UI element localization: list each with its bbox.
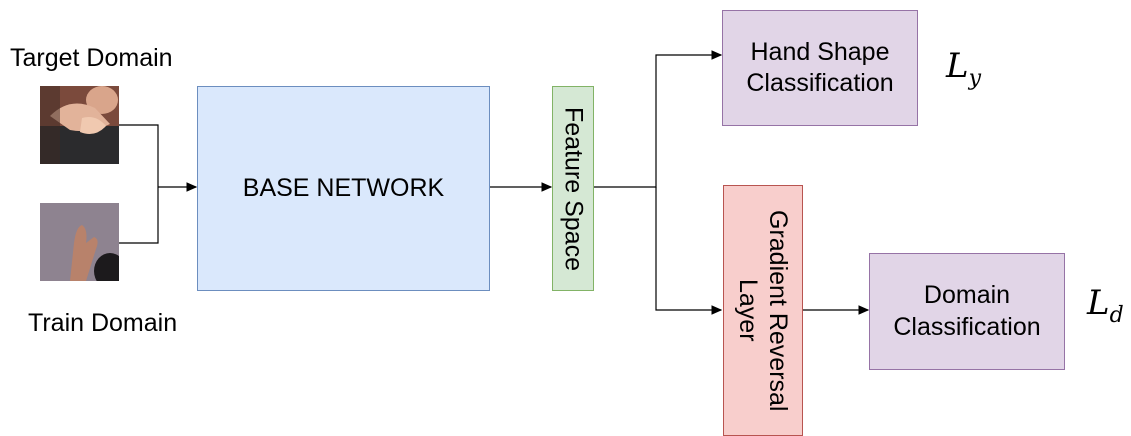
target-domain-image bbox=[40, 86, 119, 164]
loss-ly-symbol: L bbox=[946, 46, 969, 86]
loss-ld-subscript: d bbox=[1109, 302, 1124, 328]
target-domain-label: Target Domain bbox=[10, 44, 173, 72]
loss-ly-subscript: y bbox=[968, 65, 982, 91]
gradient-reversal-layer-label: Gradient Reversal Layer bbox=[734, 209, 792, 412]
hand-shape-classification-box: Hand Shape Classification bbox=[722, 10, 918, 126]
base-network-label: BASE NETWORK bbox=[242, 173, 445, 202]
base-network-box: BASE NETWORK bbox=[197, 86, 490, 291]
loss-ld-symbol: L bbox=[1087, 283, 1110, 323]
feature-space-label: Feature Space bbox=[559, 106, 588, 271]
loss-ld: Ld bbox=[1087, 283, 1124, 328]
train-domain-image bbox=[40, 203, 119, 281]
gradient-reversal-layer-box: Gradient Reversal Layer bbox=[723, 185, 803, 436]
loss-ly: Ly bbox=[946, 46, 981, 91]
hand-shape-classification-label: Hand Shape Classification bbox=[746, 37, 894, 97]
domain-classification-label: Domain Classification bbox=[893, 281, 1041, 341]
feature-space-box: Feature Space bbox=[552, 86, 594, 291]
domain-classification-box: Domain Classification bbox=[869, 253, 1065, 370]
train-domain-label: Train Domain bbox=[28, 309, 178, 337]
